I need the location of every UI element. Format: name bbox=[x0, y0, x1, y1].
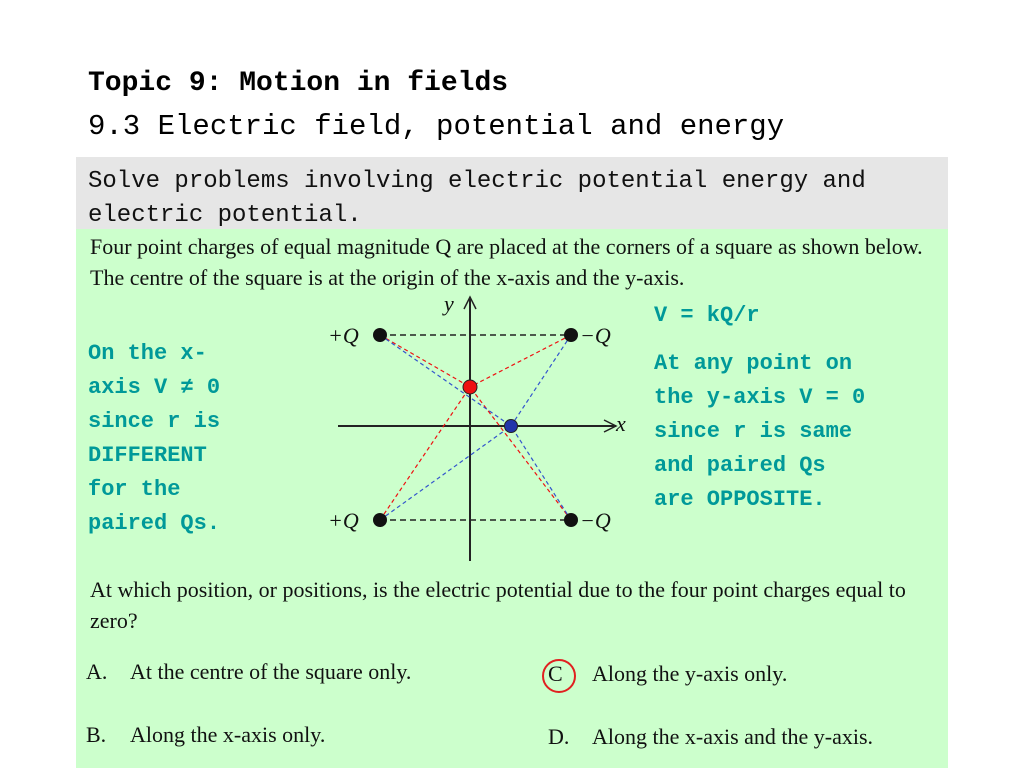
charge-label-top-right: −Q bbox=[580, 323, 611, 348]
objective-box: Solve problems involving electric potent… bbox=[76, 157, 948, 229]
option-c-text: Along the y-axis only. bbox=[592, 661, 788, 686]
option-b-letter: B. bbox=[86, 722, 107, 747]
y-axis-test-point bbox=[462, 379, 478, 395]
option-d[interactable]: D. Along the x-axis and the y-axis. bbox=[548, 724, 873, 750]
potential-formula: V = kQ/r bbox=[654, 303, 760, 328]
charge-bottom-left bbox=[373, 513, 387, 527]
charge-label-bottom-left: +Q bbox=[328, 508, 359, 533]
x-axis-arrow-icon bbox=[603, 419, 618, 433]
x-axis-note: On the x- axis V ≠ 0 since r is DIFFEREN… bbox=[88, 341, 221, 536]
y-axis-arrow-icon bbox=[463, 295, 477, 310]
question-panel: Four point charges of equal magnitude Q … bbox=[76, 229, 948, 768]
x-axis-test-point bbox=[504, 419, 518, 433]
option-b[interactable]: B. Along the x-axis only. bbox=[86, 722, 325, 748]
charge-top-right bbox=[564, 328, 578, 342]
y-point-distance-lines bbox=[379, 334, 572, 521]
question-intro: Four point charges of equal magnitude Q … bbox=[90, 234, 923, 290]
charge-bottom-right bbox=[564, 513, 578, 527]
x-point-distance-lines bbox=[379, 334, 572, 521]
answer-circle-icon bbox=[542, 659, 576, 693]
page-subtitle: 9.3 Electric field, potential and energy bbox=[88, 110, 785, 143]
objective-text: Solve problems involving electric potent… bbox=[88, 168, 866, 229]
option-a[interactable]: A. At the centre of the square only. bbox=[86, 659, 411, 685]
charge-label-top-left: +Q bbox=[328, 323, 359, 348]
option-b-text: Along the x-axis only. bbox=[130, 722, 326, 747]
charge-top-left bbox=[373, 328, 387, 342]
option-d-letter: D. bbox=[548, 724, 570, 749]
page-title: Topic 9: Motion in fields bbox=[88, 68, 509, 99]
y-axis-label: y bbox=[442, 291, 454, 316]
option-a-letter: A. bbox=[86, 659, 108, 684]
option-c-letter: C bbox=[548, 661, 563, 686]
charge-label-bottom-right: −Q bbox=[580, 508, 611, 533]
option-c[interactable]: C Along the y-axis only. bbox=[548, 661, 787, 687]
y-axis-note: At any point on the y-axis V = 0 since r… bbox=[654, 351, 866, 512]
x-axis-label: x bbox=[615, 411, 626, 436]
question-ask: At which position, or positions, is the … bbox=[90, 577, 906, 633]
charge-square-diagram: y x +Q −Q +Q −Q bbox=[328, 291, 626, 561]
option-d-text: Along the x-axis and the y-axis. bbox=[592, 724, 874, 749]
option-a-text: At the centre of the square only. bbox=[130, 659, 412, 684]
